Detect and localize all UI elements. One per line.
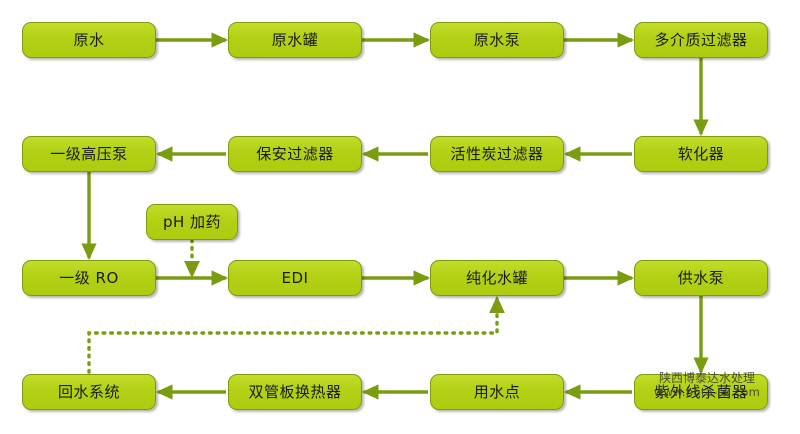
node-label: 供水泵 bbox=[677, 268, 725, 287]
node-label: 紫外线杀菌器 bbox=[654, 382, 748, 401]
node-label: 活性炭过滤器 bbox=[450, 144, 544, 163]
node-label: 原水泵 bbox=[473, 30, 521, 49]
node-raw-water-pump[interactable]: 原水泵 bbox=[430, 22, 564, 58]
node-softener[interactable]: 软化器 bbox=[634, 136, 768, 172]
node-label: 保安过滤器 bbox=[256, 144, 334, 163]
node-purified-water-tank[interactable]: 纯化水罐 bbox=[430, 260, 564, 296]
node-raw-water-tank[interactable]: 原水罐 bbox=[228, 22, 362, 58]
node-uv-sterilizer[interactable]: 紫外线杀菌器 bbox=[634, 374, 768, 410]
node-heat-exchanger[interactable]: 双管板换热器 bbox=[228, 374, 362, 410]
node-label: 一级高压泵 bbox=[50, 144, 128, 163]
node-label: pH 加药 bbox=[162, 212, 222, 231]
node-point-of-use[interactable]: 用水点 bbox=[430, 374, 564, 410]
node-security-filter[interactable]: 保安过滤器 bbox=[228, 136, 362, 172]
node-carbon-filter[interactable]: 活性炭过滤器 bbox=[430, 136, 564, 172]
node-edi[interactable]: EDI bbox=[228, 260, 362, 296]
node-ph-dosing[interactable]: pH 加药 bbox=[146, 204, 238, 240]
node-label: 原水罐 bbox=[271, 30, 319, 49]
node-label: 原水 bbox=[73, 30, 105, 49]
node-return-system[interactable]: 回水系统 bbox=[22, 374, 156, 410]
node-ro-stage-1[interactable]: 一级 RO bbox=[22, 260, 156, 296]
node-raw-water[interactable]: 原水 bbox=[22, 22, 156, 58]
edge-return-to-purified-tank bbox=[87, 295, 505, 374]
node-label: 纯化水罐 bbox=[465, 268, 528, 287]
node-label: 软化器 bbox=[677, 144, 725, 163]
node-label: 一级 RO bbox=[59, 268, 119, 287]
node-label: 多介质过滤器 bbox=[654, 30, 748, 49]
node-high-pressure-pump[interactable]: 一级高压泵 bbox=[22, 136, 156, 172]
node-label: 双管板换热器 bbox=[248, 382, 342, 401]
node-label: EDI bbox=[281, 268, 309, 287]
node-multimedia-filter[interactable]: 多介质过滤器 bbox=[634, 22, 768, 58]
node-label: 回水系统 bbox=[57, 382, 120, 401]
node-label: 用水点 bbox=[473, 382, 521, 401]
node-supply-pump[interactable]: 供水泵 bbox=[634, 260, 768, 296]
